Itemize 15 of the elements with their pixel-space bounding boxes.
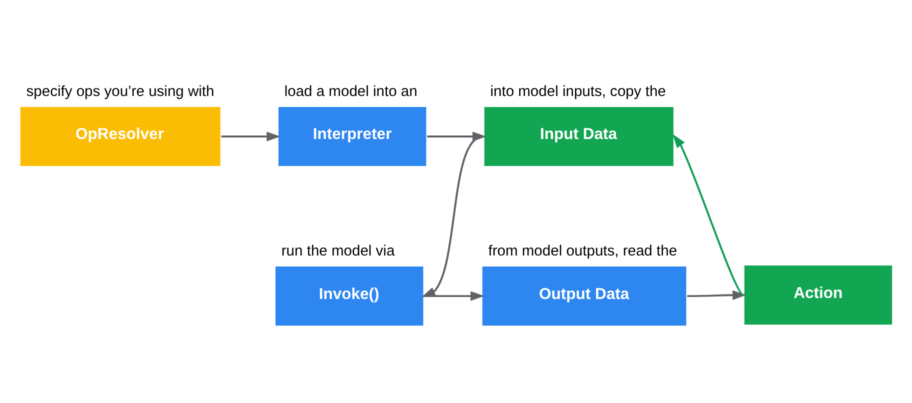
arrow <box>424 291 484 301</box>
node-label: specify ops you’re using with <box>26 84 214 100</box>
arrow <box>672 134 744 296</box>
node-box: Action <box>744 266 892 325</box>
node-label: run the model via <box>281 244 395 260</box>
node-box: OpResolver <box>20 106 220 166</box>
arrow <box>687 290 746 300</box>
node-box: Output Data <box>482 266 686 326</box>
arrow <box>221 132 280 142</box>
node-box: Invoke() <box>276 266 424 326</box>
node-label: from model outputs, read the <box>488 244 678 260</box>
node-label: into model inputs, copy the <box>490 84 666 100</box>
node-box: Input Data <box>484 106 674 166</box>
node-box: Interpreter <box>278 106 426 166</box>
node-label: load a model into an <box>284 84 418 100</box>
